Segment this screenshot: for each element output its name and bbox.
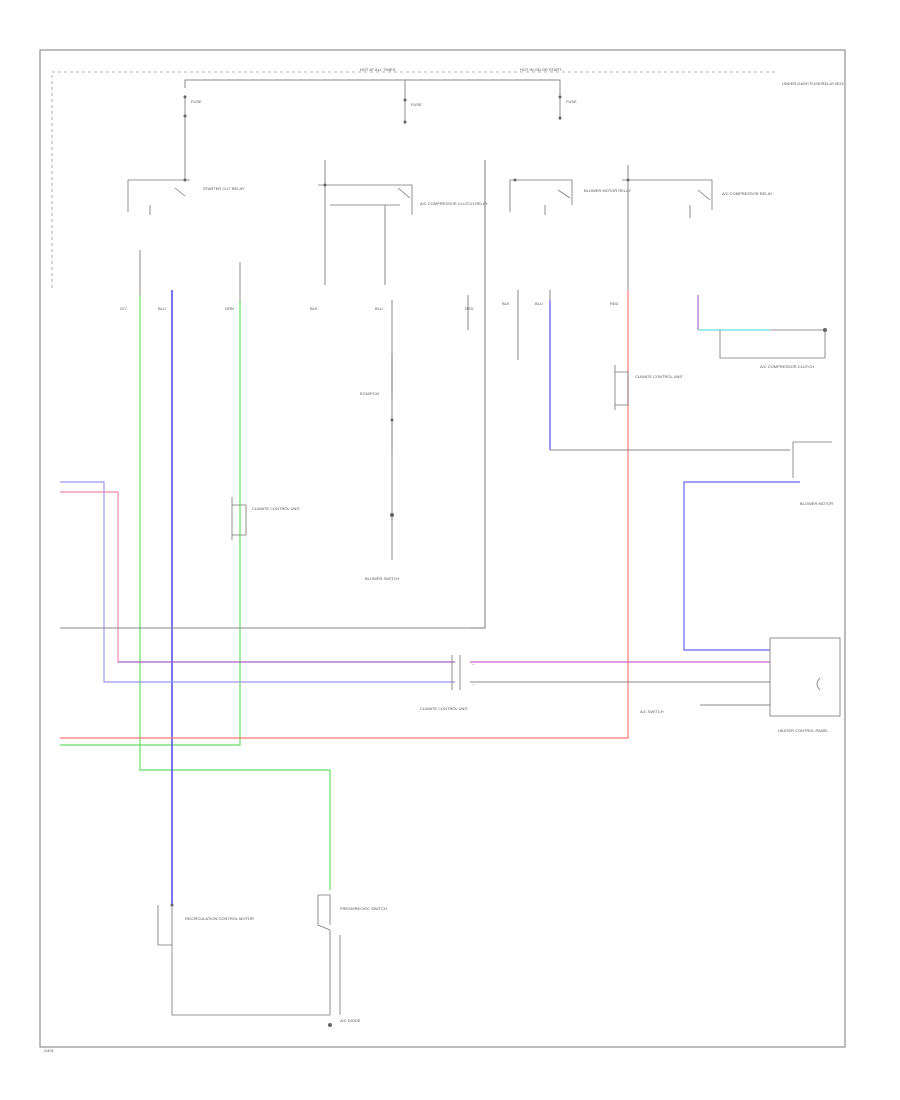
- top-bus-line: [184, 79, 561, 95]
- tag-8: BLU: [535, 301, 543, 306]
- wire-blue-left-loop: [60, 481, 455, 683]
- mid-conn-label: CLIMATE CONTROL UNIT: [635, 374, 684, 379]
- relay-switch-4: A/C COMPRESSOR RELAY: [622, 165, 773, 290]
- label-hot-at-all-times: HOT AT ALL TIMES: [360, 67, 395, 72]
- fuse-3: FUSE: [558, 95, 577, 120]
- relay-switch-2: A/C COMPRESSOR CLUTCH RELAY: [318, 160, 488, 285]
- wire-blue-right-return: [683, 481, 800, 651]
- relay-switch-1: STARTER CUT RELAY: [127, 118, 245, 215]
- wire-red-right: [60, 290, 629, 739]
- right-note: UNDER-DASH FUSE/RELAY BOX: [782, 81, 844, 86]
- center-bottom-label: BLOWER SWITCH: [365, 576, 399, 581]
- relay-2-label: A/C COMPRESSOR CLUTCH RELAY: [420, 201, 488, 206]
- tag-5: BLU: [375, 306, 383, 311]
- label-hot-in-on: HOT IN ON OR START: [520, 67, 562, 72]
- fuse-1-label: FUSE: [191, 99, 202, 104]
- svg-text:--: --: [472, 661, 475, 666]
- recirc-control-motor: RECIRCULATION CONTROL MOTOR: [157, 903, 330, 1016]
- upper-divider: [60, 160, 486, 629]
- wire-green-left: [139, 295, 331, 890]
- tag-3: GRN: [225, 306, 234, 311]
- relay-1-label: STARTER CUT RELAY: [203, 186, 245, 191]
- ground-point: [328, 1023, 332, 1027]
- ac-compressor-clutch: A/C COMPRESSOR CLUTCH: [719, 328, 827, 369]
- fuse-1: FUSE: [183, 95, 202, 118]
- fuse-2: FUSE: [403, 98, 422, 124]
- tag-7: BLK: [502, 301, 510, 306]
- tag-1: G/Y: [120, 306, 127, 311]
- ecm-label: ECM/PCM: [360, 391, 379, 396]
- lower-center-label: CLIMATE CONTROL UNIT: [420, 706, 469, 711]
- lower-right-label: A/C SWITCH: [640, 709, 664, 714]
- relay-4-label: A/C COMPRESSOR RELAY: [722, 191, 773, 196]
- tag-2: BLU: [158, 306, 166, 311]
- clutch-label: A/C COMPRESSOR CLUTCH: [760, 364, 814, 369]
- power-boundary-dashed: [51, 71, 778, 288]
- relay-3-label: BLOWER MOTOR RELAY: [584, 188, 632, 193]
- fresh-recirc-switch: FRESH/RECIRC SWITCH: [317, 894, 387, 1015]
- fuse-3-label: FUSE: [566, 99, 577, 104]
- fresh-recirc-label: FRESH/RECIRC SWITCH: [340, 906, 387, 911]
- wire-green-right: [60, 300, 241, 746]
- blower-motor-label: BLOWER MOTOR: [800, 501, 833, 506]
- tag-6: RED: [465, 306, 474, 311]
- tag-9: RED: [610, 301, 619, 306]
- tag-4: BLK: [310, 306, 318, 311]
- mid-right-connector: CLIMATE CONTROL UNIT: [614, 365, 684, 410]
- blower-motor: BLOWER MOTOR: [792, 441, 833, 506]
- left-connector: CLIMATE CONTROL UNIT: [231, 497, 301, 540]
- relay-switch-3: BLOWER MOTOR RELAY: [509, 178, 632, 215]
- corner-label: G401: [44, 1048, 55, 1053]
- svg-text:--: --: [472, 681, 475, 686]
- fuse-2-label: FUSE: [411, 102, 422, 107]
- heater-control-panel: HEATER CONTROL PANEL: [769, 637, 841, 733]
- ac-diode-label: A/C DIODE: [340, 1018, 361, 1023]
- center-connector: BLOWER SWITCH: [365, 418, 399, 581]
- splice-connectors: -- --: [451, 655, 475, 690]
- heater-panel-label: HEATER CONTROL PANEL: [778, 728, 829, 733]
- diagram-frame: [39, 49, 846, 1048]
- left-conn-label: CLIMATE CONTROL UNIT: [252, 506, 301, 511]
- recirc-label: RECIRCULATION CONTROL MOTOR: [185, 916, 254, 921]
